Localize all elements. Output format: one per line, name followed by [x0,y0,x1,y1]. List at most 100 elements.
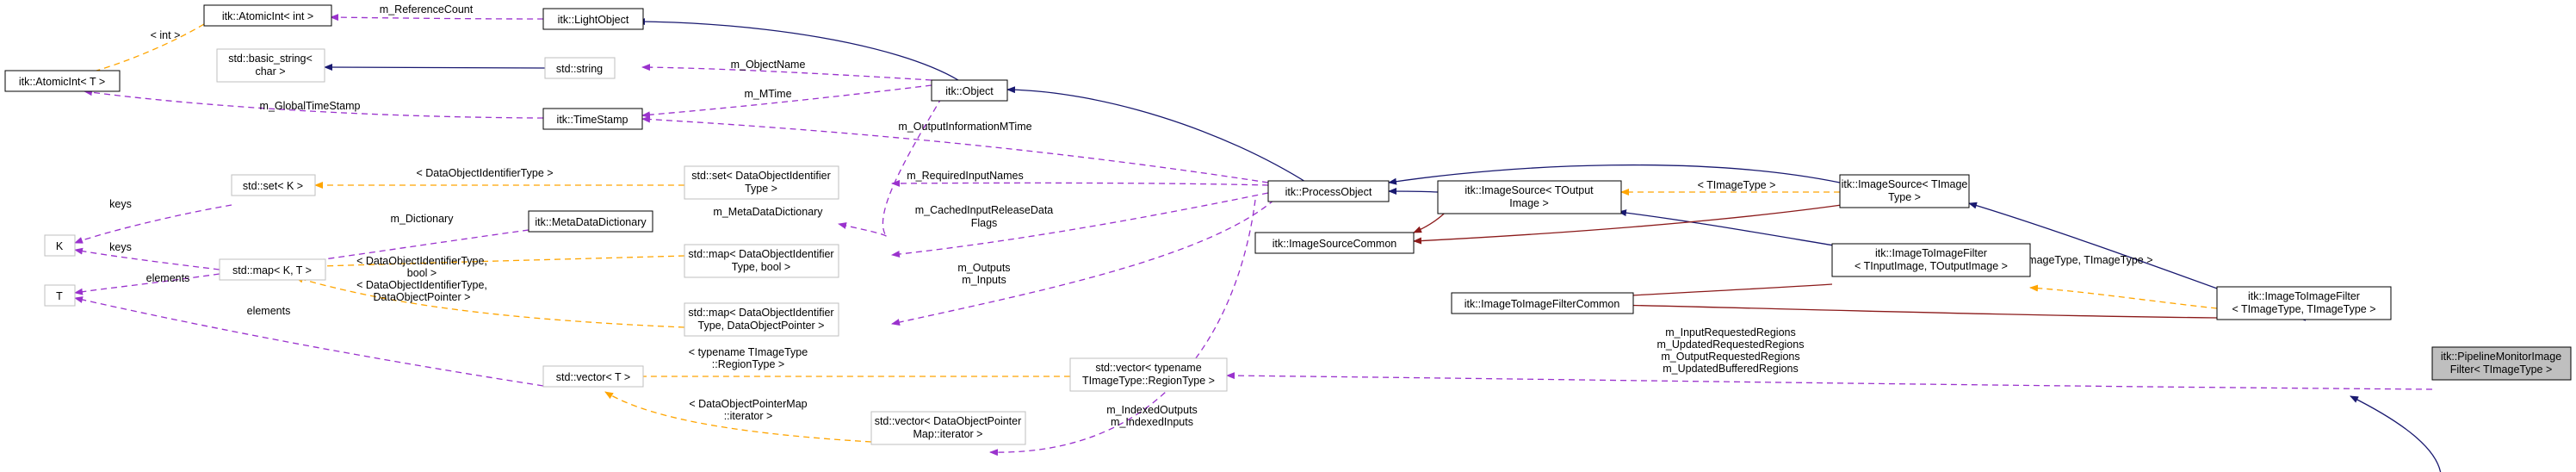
label-m-globaltimestamp: m_GlobalTimeStamp [260,100,361,112]
svg-text:itk::ImageSource< TImageType >: itk::ImageSource< TImageType > [1842,178,1968,203]
node-basic-string[interactable]: std::basic_string<char > [216,48,325,83]
edge-protected-filtercommon-filtert [1530,300,2218,319]
edge-member-t-vector [74,296,544,387]
label-iterator-template: < DataObjectPointerMap::iterator > [689,398,807,422]
svg-text:itk::Object: itk::Object [945,85,994,97]
edge-template-atomicint [77,23,205,78]
edge-template-mapkt-mapbool [294,255,685,270]
edge-member-vectorregion-pipeline [1226,372,2433,390]
edge-inherit-imagesourcet-processobject [1388,164,1841,185]
svg-text:K: K [56,240,64,252]
svg-text:std::set< K >: std::set< K > [243,180,303,192]
edge-inherit-basicstring-string [324,64,546,71]
label-keys-set: keys [109,198,132,210]
label-dataobjectpointer-template: < DataObjectIdentifierType,DataObjectPoi… [356,279,487,303]
label-elements-vector: elements [247,305,291,317]
svg-text:itk::ImageToImageFilter< TImag: itk::ImageToImageFilter< TImageType, TIm… [2232,290,2376,315]
label-m-dictionary: m_Dictionary [391,213,455,225]
node-imagetoimagefilter-input-output[interactable]: itk::ImageToImageFilter< TInputImage, TO… [1831,243,2031,277]
label-timagetype-pair-template: < TImageType, TImageType > [2009,254,2153,266]
edge-member-setdoid-processobject [891,179,1269,187]
edge-member-atomict-timestamp [84,89,544,119]
svg-text:std::map< K, T >: std::map< K, T > [232,264,312,276]
label-timagetype-template: < TImageType > [1698,179,1776,191]
node-vector-t[interactable]: std::vector< T > [542,365,644,388]
node-atomicint-int[interactable]: itk::AtomicInt< int > [203,4,332,27]
svg-text:itk::MetaDataDictionary: itk::MetaDataDictionary [535,216,647,228]
edge-member-mapptr-processobject [891,199,1275,326]
node-imagetoimagefilter-timagetype[interactable]: itk::ImageToImageFilter< TImageType, TIm… [2216,286,2392,320]
label-m-requiredinputnames: m_RequiredInputNames [907,170,1024,182]
label-dataobjectidentifiertype-bool-template: < DataObjectIdentifierType,bool > [356,255,487,279]
node-set-k[interactable]: std::set< K > [231,174,316,196]
svg-text:itk::AtomicInt< T >: itk::AtomicInt< T > [19,76,105,88]
svg-text:std::vector< T >: std::vector< T > [556,371,630,383]
svg-text:std::vector< DataObjectPointer: std::vector< DataObjectPointerMap::itera… [875,415,1022,440]
svg-text:T: T [56,290,63,302]
node-map-kt[interactable]: std::map< K, T > [219,258,326,281]
node-atomicint-t[interactable]: itk::AtomicInt< T > [4,70,121,92]
svg-text:itk::ImageSource< TOutputImage: itk::ImageSource< TOutputImage > [1464,184,1594,209]
svg-text:itk::ImageSourceCommon: itk::ImageSourceCommon [1273,238,1397,250]
node-imagetoimagefiltercommon[interactable]: itk::ImageToImageFilterCommon [1451,292,1634,314]
edge-template-vectort-vectoriter [604,391,872,443]
svg-text:std::string: std::string [556,63,603,75]
node-metadatadictionary[interactable]: itk::MetaDataDictionary [528,210,653,233]
edge-member-k-set [74,204,232,244]
edge-member-timestamp-processobject [641,115,1269,183]
node-std-string[interactable]: std::string [544,57,616,79]
node-timestamp[interactable]: itk::TimeStamp [542,108,643,130]
edge-member-k-map [74,247,220,270]
edge-member-mapbool-processobject [891,192,1269,258]
nodes: itk::AtomicInt< int > itk::LightObject i… [4,4,2572,445]
label-m-referencecount: m_ReferenceCount [380,3,474,16]
svg-text:itk::AtomicInt< int >: itk::AtomicInt< int > [222,10,313,22]
label-m-mtime: m_MTime [744,88,791,100]
edge-member-atomicint-lightobject [330,14,544,22]
label-m-metadatadictionary: m_MetaDataDictionary [713,206,823,218]
label-keys-map: keys [109,241,132,253]
node-lightobject[interactable]: itk::LightObject [542,8,644,30]
label-elements-map: elements [146,272,190,284]
edge-inherit-lightobject-object [636,18,959,81]
svg-text:itk::ImageToImageFilter< TInpu: itk::ImageToImageFilter< TInputImage, TO… [1855,247,2008,272]
edge-inherit-filtert-pipelinemonitor [2350,395,2442,472]
label-int-template: < int > [151,29,181,41]
edge-inherit-imagesourceout-filterinout [1618,209,1835,246]
node-k[interactable]: K [44,234,76,257]
svg-text:itk::LightObject: itk::LightObject [558,14,629,26]
svg-text:itk::TimeStamp: itk::TimeStamp [557,114,629,126]
node-processobject[interactable]: itk::ProcessObject [1267,180,1390,202]
edge-inherit-processobject-imagesourceout [1388,188,1439,196]
label-m-objectname: m_ObjectName [731,59,806,71]
label-regiontype-template: < typename TImageType::RegionType > [689,346,808,370]
label-m-outputinformationmtime: m_OutputInformationMTime [898,121,1031,133]
svg-text:std::map< DataObjectIdentifier: std::map< DataObjectIdentifierType, bool… [688,248,833,273]
svg-text:std::map< DataObjectIdentifier: std::map< DataObjectIdentifierType, Data… [688,307,833,332]
edge-member-string-object [641,64,932,81]
label-dataobjectidentifiertype-template: < DataObjectIdentifierType > [416,167,553,179]
node-object[interactable]: itk::Object [931,79,1008,102]
svg-text:itk::ProcessObject: itk::ProcessObject [1285,186,1372,198]
edge-member-metadata-object [838,88,948,239]
node-imagesourcecommon[interactable]: itk::ImageSourceCommon [1254,232,1415,254]
svg-text:itk::ImageToImageFilterCommon: itk::ImageToImageFilterCommon [1464,298,1620,310]
node-t[interactable]: T [44,284,76,307]
edge-template-filterinout-filtert [2029,284,2218,309]
edge-labels: m_ReferenceCount < int > m_GlobalTimeSta… [109,3,2152,428]
edge-inherit-object-processobject [1006,86,1310,185]
